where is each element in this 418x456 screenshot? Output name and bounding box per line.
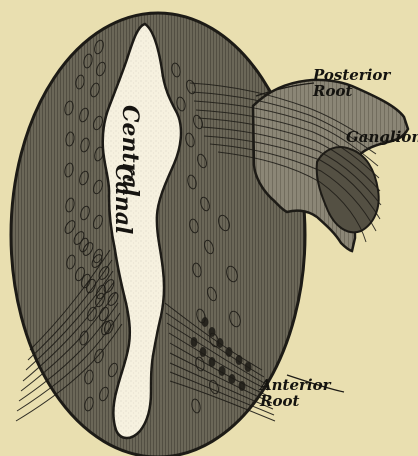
canal-label: Canal <box>110 164 136 234</box>
ganglion-label: Ganglion <box>346 129 418 145</box>
